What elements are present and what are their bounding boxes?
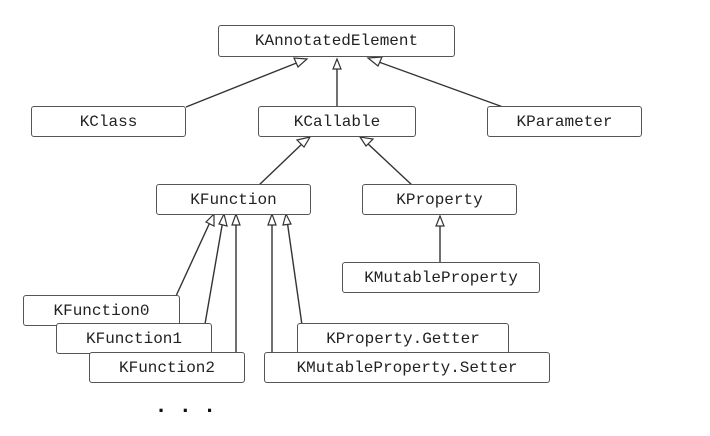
arrowhead-kmutableproperty: [435, 214, 445, 227]
arrowhead-kfunction2: [231, 212, 241, 226]
arrowhead-getter: [282, 212, 292, 226]
node-kparameter: KParameter: [487, 106, 642, 137]
node-kfunction2: KFunction2: [89, 352, 245, 383]
edge-kfunction-to-kcallable: [257, 141, 305, 187]
arrowhead-kproperty-to-kcallable: [358, 136, 375, 147]
arrowhead-kfunction1: [218, 212, 228, 227]
node-kmutableproperty: KMutableProperty: [342, 262, 540, 293]
arrowhead-kfunction-to-kcallable: [295, 136, 312, 148]
edge-kfunction1-to-kfunction: [204, 219, 224, 325]
arrowhead-kparameter: [366, 56, 383, 67]
node-kclass: KClass: [31, 106, 186, 137]
edge-kproperty-to-kcallable: [365, 141, 414, 187]
node-kproperty-getter: KProperty.Getter: [297, 323, 509, 354]
edge-kclass-to-kannotatedelement: [185, 61, 300, 108]
arrowhead-kfunction0: [204, 212, 215, 227]
node-kfunction0: KFunction0: [23, 295, 180, 326]
ellipsis-more-functions: . . .: [158, 392, 219, 417]
edge-kparameter-to-kannotatedelement: [375, 60, 504, 108]
node-kfunction1: KFunction1: [56, 323, 212, 354]
edge-kfunction0-to-kfunction: [175, 219, 212, 297]
node-kfunction: KFunction: [156, 184, 311, 215]
node-kannotatedelement: KAnnotatedElement: [218, 25, 455, 57]
node-kproperty: KProperty: [362, 184, 517, 215]
arrowhead-setter: [267, 212, 277, 226]
arrowhead-kcallable: [332, 57, 342, 70]
node-kcallable: KCallable: [258, 106, 416, 137]
node-kmutableproperty-setter: KMutableProperty.Setter: [264, 352, 550, 383]
edge-getter-to-kfunction: [286, 219, 303, 326]
arrowhead-kclass: [293, 57, 309, 68]
